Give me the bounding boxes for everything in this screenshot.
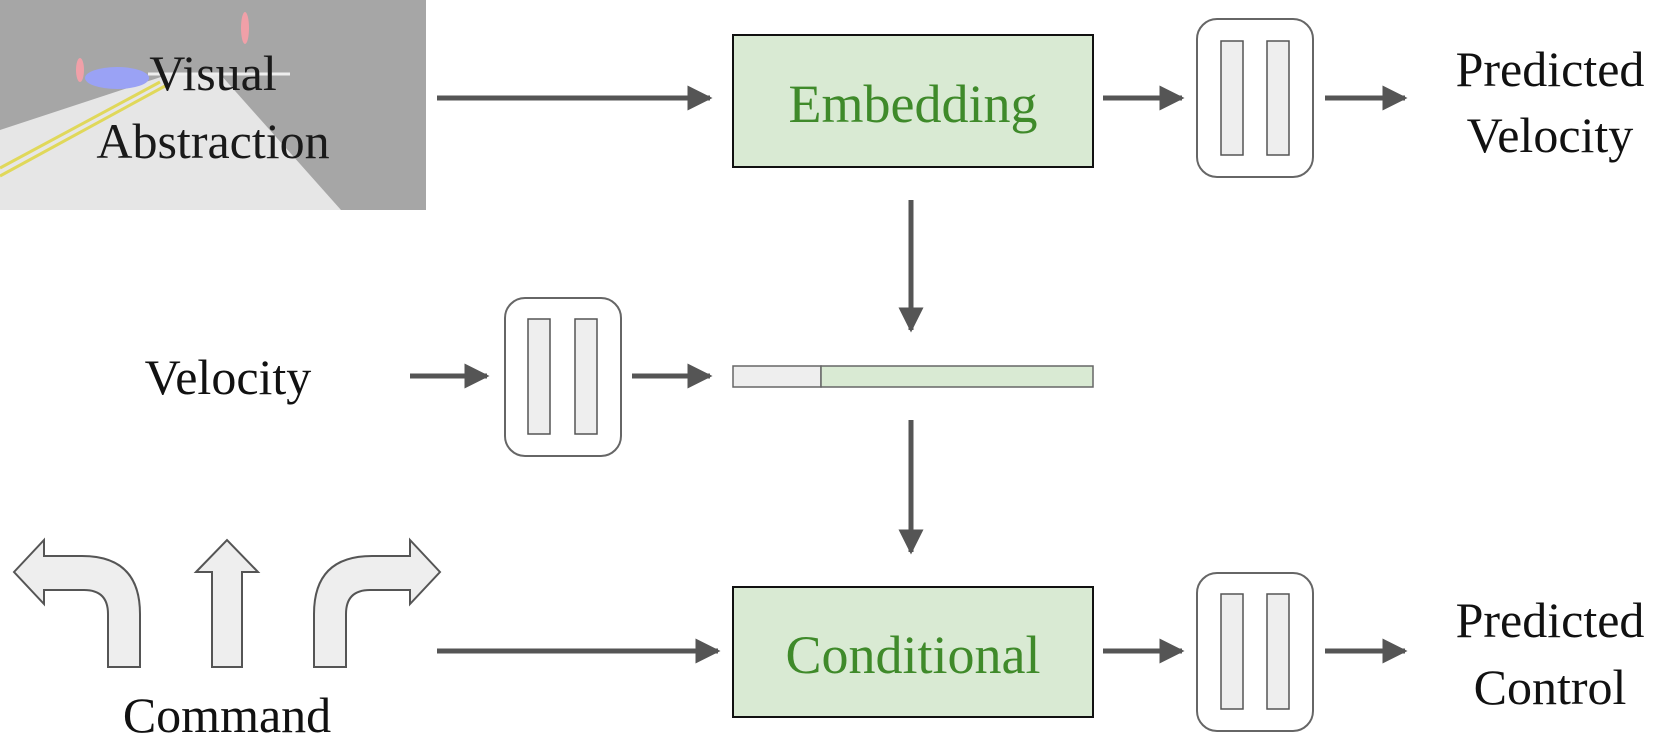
mlp-layer-icon xyxy=(504,297,622,457)
vehicle-blob-icon xyxy=(85,67,149,89)
turn-left-arrow-icon xyxy=(12,537,141,668)
pedestrian-blob-icon xyxy=(241,12,249,44)
straight-arrow-icon xyxy=(193,538,261,668)
pedestrian-blob-icon xyxy=(76,58,84,82)
velocity-label: Velocity xyxy=(145,349,312,405)
visual-label-line2: Abstraction xyxy=(96,113,329,169)
predicted-velocity-line1: Predicted xyxy=(1456,41,1645,97)
conditional-block: Conditional xyxy=(732,586,1094,718)
command-label: Command xyxy=(123,687,331,738)
predicted-control-line1: Predicted xyxy=(1456,592,1645,648)
embedding-block: Embedding xyxy=(732,34,1094,168)
concatenated-feature-bar xyxy=(732,365,1094,388)
embedding-label: Embedding xyxy=(789,74,1038,134)
predicted-control-line2: Control xyxy=(1474,659,1627,715)
conditional-label: Conditional xyxy=(786,625,1041,685)
predicted-velocity-line2: Velocity xyxy=(1467,107,1634,163)
mlp-layer-icon xyxy=(1196,18,1314,178)
visual-label-line1: Visual xyxy=(149,45,277,101)
visual-abstraction-thumbnail: Visual Abstraction xyxy=(0,0,426,210)
turn-right-arrow-icon xyxy=(313,537,442,668)
mlp-layer-icon xyxy=(1196,572,1314,732)
